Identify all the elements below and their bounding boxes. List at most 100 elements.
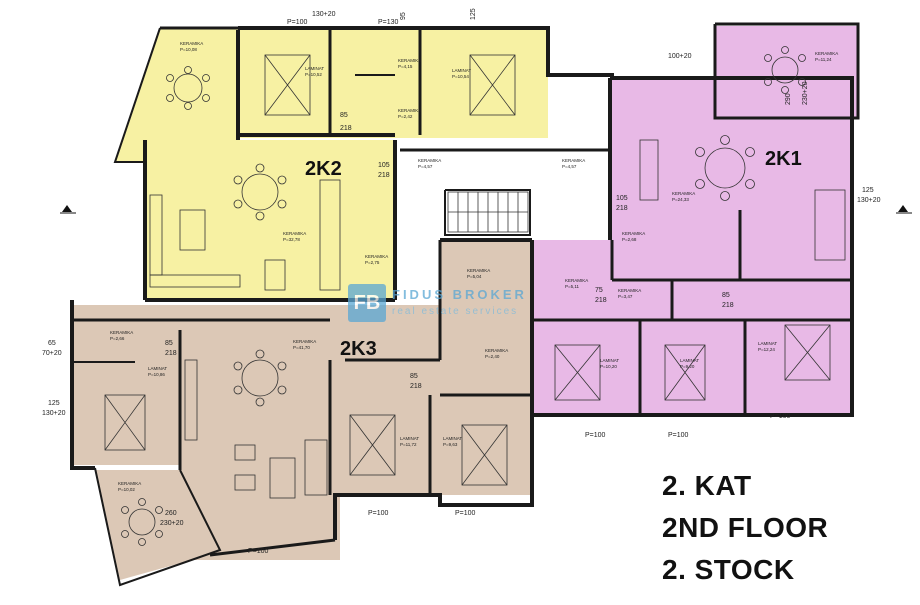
room-area: P=2,68 [622,237,637,242]
dim-label: 260 [165,510,177,517]
room-area: P=10,54 [452,74,469,79]
dim-label: 85 [410,373,418,380]
room-labels: KERAMIKA P=10,08 LAMINAT P=10,52 KERAMIK… [110,41,838,492]
room-name: KERAMIKA [418,158,441,163]
room-area: P=2,42 [398,114,413,119]
dimension-labels: 95 125 130+20 P=100 P=130 100+20 125 130… [42,8,881,555]
dim-label: P=130 [378,19,399,26]
room-name: KERAMIKA [565,278,588,283]
apartment-2k2-zone [115,28,548,300]
dim-label: P=100 [368,510,389,517]
dim-label: 85 [340,112,348,119]
floor-caption-hr: 2. KAT [662,470,752,501]
dim-label: 218 [165,350,177,357]
dim-label: P=100 [668,432,689,439]
dim-label: 105 [378,162,390,169]
room-area: P=2,75 [365,260,380,265]
dim-label: 218 [595,297,607,304]
room-area: P=10,20 [600,364,617,369]
dim-label: 130+20 [42,410,66,417]
room-area: P=5,11 [565,284,580,289]
room-name: LAMINAT [148,366,167,371]
room-name: KERAMIKA [110,330,133,335]
room-area: P=41,70 [293,345,310,350]
watermark-subtitle: real estate services [392,306,519,317]
room-name: KERAMIKA [815,51,838,56]
room-name: KERAMIKA [398,108,421,113]
dim-label: 230+20 [802,81,809,105]
room-name: KERAMIKA [672,191,695,196]
dim-label: 85 [722,292,730,299]
section-markers [60,205,912,214]
room-name: LAMINAT [305,66,324,71]
dim-label: 65 [48,340,56,347]
room-name: KERAMIKA [180,41,203,46]
dim-label: 218 [722,302,734,309]
dim-label: 125 [48,400,60,407]
room-name: KERAMIKA [365,254,388,259]
unit-label-2k2: 2K2 [305,158,342,180]
dim-label: 218 [410,383,422,390]
room-area: P=11,24 [815,57,832,62]
walls [70,22,860,587]
room-area: P=2,40 [485,354,500,359]
apartment-2k3-zone [72,240,532,580]
room-area: P=9,63 [443,442,458,447]
dim-label: 130+20 [312,11,336,18]
room-area: P=10,02 [118,487,135,492]
room-area: P=9,20 [680,364,695,369]
room-area: P=32,78 [283,237,300,242]
dim-label: 130+20 [857,197,881,204]
floor-caption-en: 2ND FLOOR [662,512,829,543]
room-name: KERAMIKA [283,231,306,236]
watermark: FB FIDUS BROKER real estate services [348,284,568,324]
room-name: KERAMIKA [485,348,508,353]
unit-label-2k1: 2K1 [765,148,802,170]
room-name: KERAMIKA [293,339,316,344]
room-name: KERAMIKA [118,481,141,486]
apartment-2k1-zone [532,26,857,413]
room-name: KERAMIKA [398,58,421,63]
dim-label: 70+20 [42,350,62,357]
room-area: P=12,24 [758,347,775,352]
dim-label: P=100 [770,413,791,420]
dim-label: P=100 [455,510,476,517]
dim-label: P=100 [287,19,308,26]
room-area: P=4,57 [562,164,577,169]
dim-label: 230+20 [160,520,184,527]
room-area: P=5,04 [467,274,482,279]
room-area: P=3,47 [618,294,633,299]
dim-label: 218 [378,172,390,179]
dim-label: 218 [616,205,628,212]
room-area: P=4,57 [418,164,433,169]
room-area: P=24,33 [672,197,689,202]
dim-label: 290 [785,93,792,105]
room-name: LAMINAT [600,358,619,363]
dim-label: 125 [862,187,874,194]
dim-label: 75 [595,287,603,294]
room-name: KERAMIKA [618,288,641,293]
room-name: LAMINAT [758,341,777,346]
brand-logo-icon: FB [348,284,386,322]
dim-label: P=100 [585,432,606,439]
floor-caption-de: 2. STOCK [662,554,795,585]
dim-label: 85 [165,340,173,347]
room-name: LAMINAT [680,358,699,363]
dim-label: 125 [470,8,477,20]
furniture [104,46,846,546]
room-area: P=11,72 [400,442,417,447]
room-name: KERAMIKA [562,158,585,163]
dim-label: 105 [616,195,628,202]
room-area: P=10,08 [180,47,197,52]
unit-label-2k3: 2K3 [340,338,377,360]
room-name: KERAMIKA [622,231,645,236]
room-name: LAMINAT [443,436,462,441]
dim-label: P=100 [248,548,269,555]
room-area: P=10,52 [305,72,322,77]
dim-label: 100+20 [668,53,692,60]
watermark-name: FIDUS BROKER [392,287,527,302]
room-name: LAMINAT [452,68,471,73]
dim-label: 218 [340,125,352,132]
room-name: LAMINAT [400,436,419,441]
